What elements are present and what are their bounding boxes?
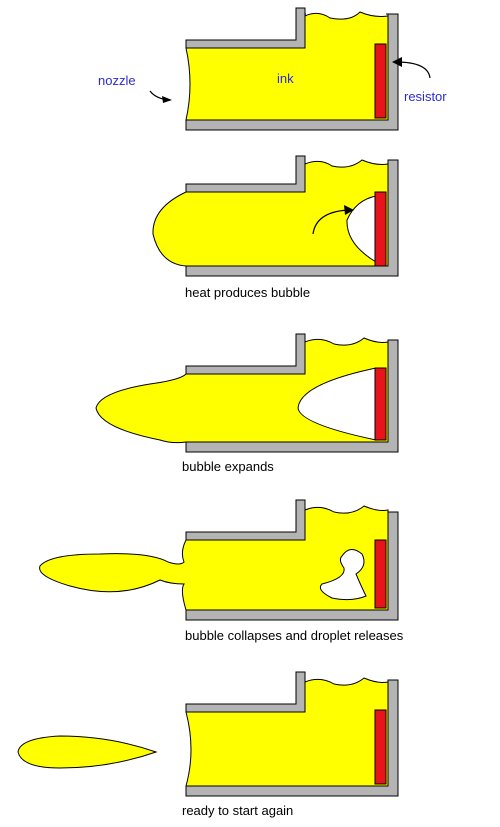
caption-stage-5: ready to start again (182, 803, 293, 818)
caption-stage-4: bubble collapses and droplet releases (185, 628, 404, 643)
stage-4: bubble collapses and droplet releases (39, 499, 404, 643)
ink-droplet (17, 735, 158, 769)
resistor (374, 367, 387, 441)
stage-1: nozzle ink resistor (98, 7, 447, 131)
caption-stage-2: heat produces bubble (185, 285, 310, 300)
collapsing-bubble (319, 549, 367, 601)
heat-arrow (312, 209, 349, 235)
ink-fill (185, 11, 389, 121)
ink-label: ink (277, 71, 294, 86)
ink-fill (152, 159, 389, 267)
stage-5: ready to start again (17, 671, 399, 818)
heat-arrowhead (344, 205, 354, 215)
resistor (374, 191, 387, 267)
nozzle-arrowhead (162, 96, 172, 103)
bubble (297, 367, 377, 441)
resistor-arrowhead (392, 57, 402, 67)
resistor-label: resistor (404, 89, 447, 104)
caption-stage-3: bubble expands (182, 459, 274, 474)
nozzle-label: nozzle (98, 73, 136, 88)
resistor (374, 43, 387, 119)
ink-fill (185, 677, 389, 787)
ink-fill (39, 505, 389, 611)
stage-3: bubble expands (95, 333, 399, 474)
resistor (374, 539, 387, 609)
stage-2: heat produces bubble (152, 155, 399, 300)
bubble (346, 195, 377, 263)
resistor (374, 709, 387, 785)
